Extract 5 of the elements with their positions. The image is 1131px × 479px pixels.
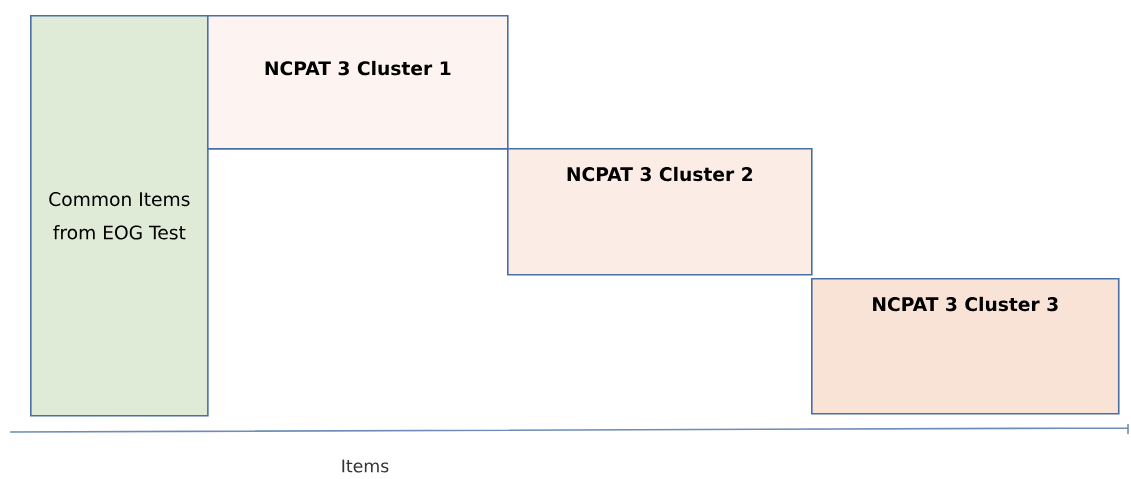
cluster-box: NCPAT 3 Cluster 1 — [207, 15, 509, 150]
cluster-box: NCPAT 3 Cluster 2 — [507, 148, 813, 276]
axis-label: Items — [342, 459, 389, 473]
cluster-box: NCPAT 3 Cluster 3 — [811, 278, 1120, 415]
item-column: Common Items from EOG Test — [30, 15, 209, 417]
